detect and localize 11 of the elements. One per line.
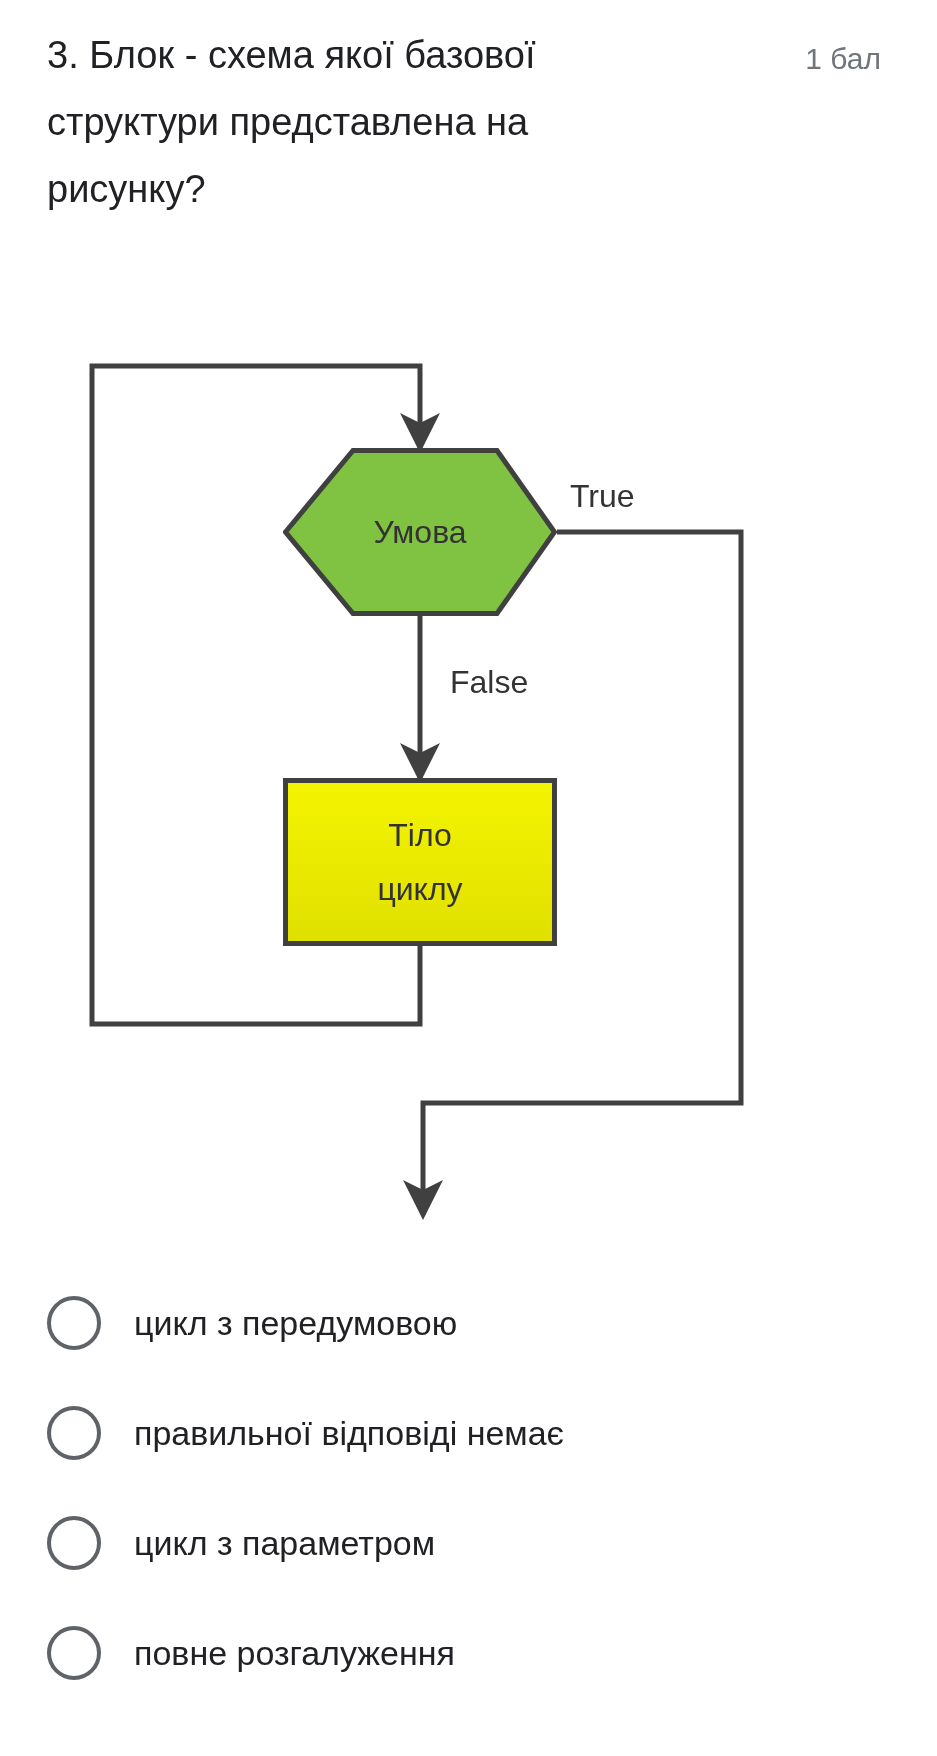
option-text: цикл з передумовою — [134, 1302, 458, 1344]
process-box — [283, 778, 557, 946]
question-title: 3. Блок - схема якої базової структури представлена на рисунку? — [47, 33, 537, 212]
option-text: цикл з параметром — [134, 1522, 436, 1564]
points-label: 1 бал — [805, 41, 881, 77]
arrow — [89, 363, 440, 1027]
node-text: Тіло циклу — [376, 816, 464, 909]
arrow — [403, 529, 744, 1220]
node-text: Умова — [373, 513, 467, 552]
option-text: повне розгалуження — [134, 1632, 455, 1674]
option-text: правильної відповіді немає — [134, 1412, 564, 1454]
